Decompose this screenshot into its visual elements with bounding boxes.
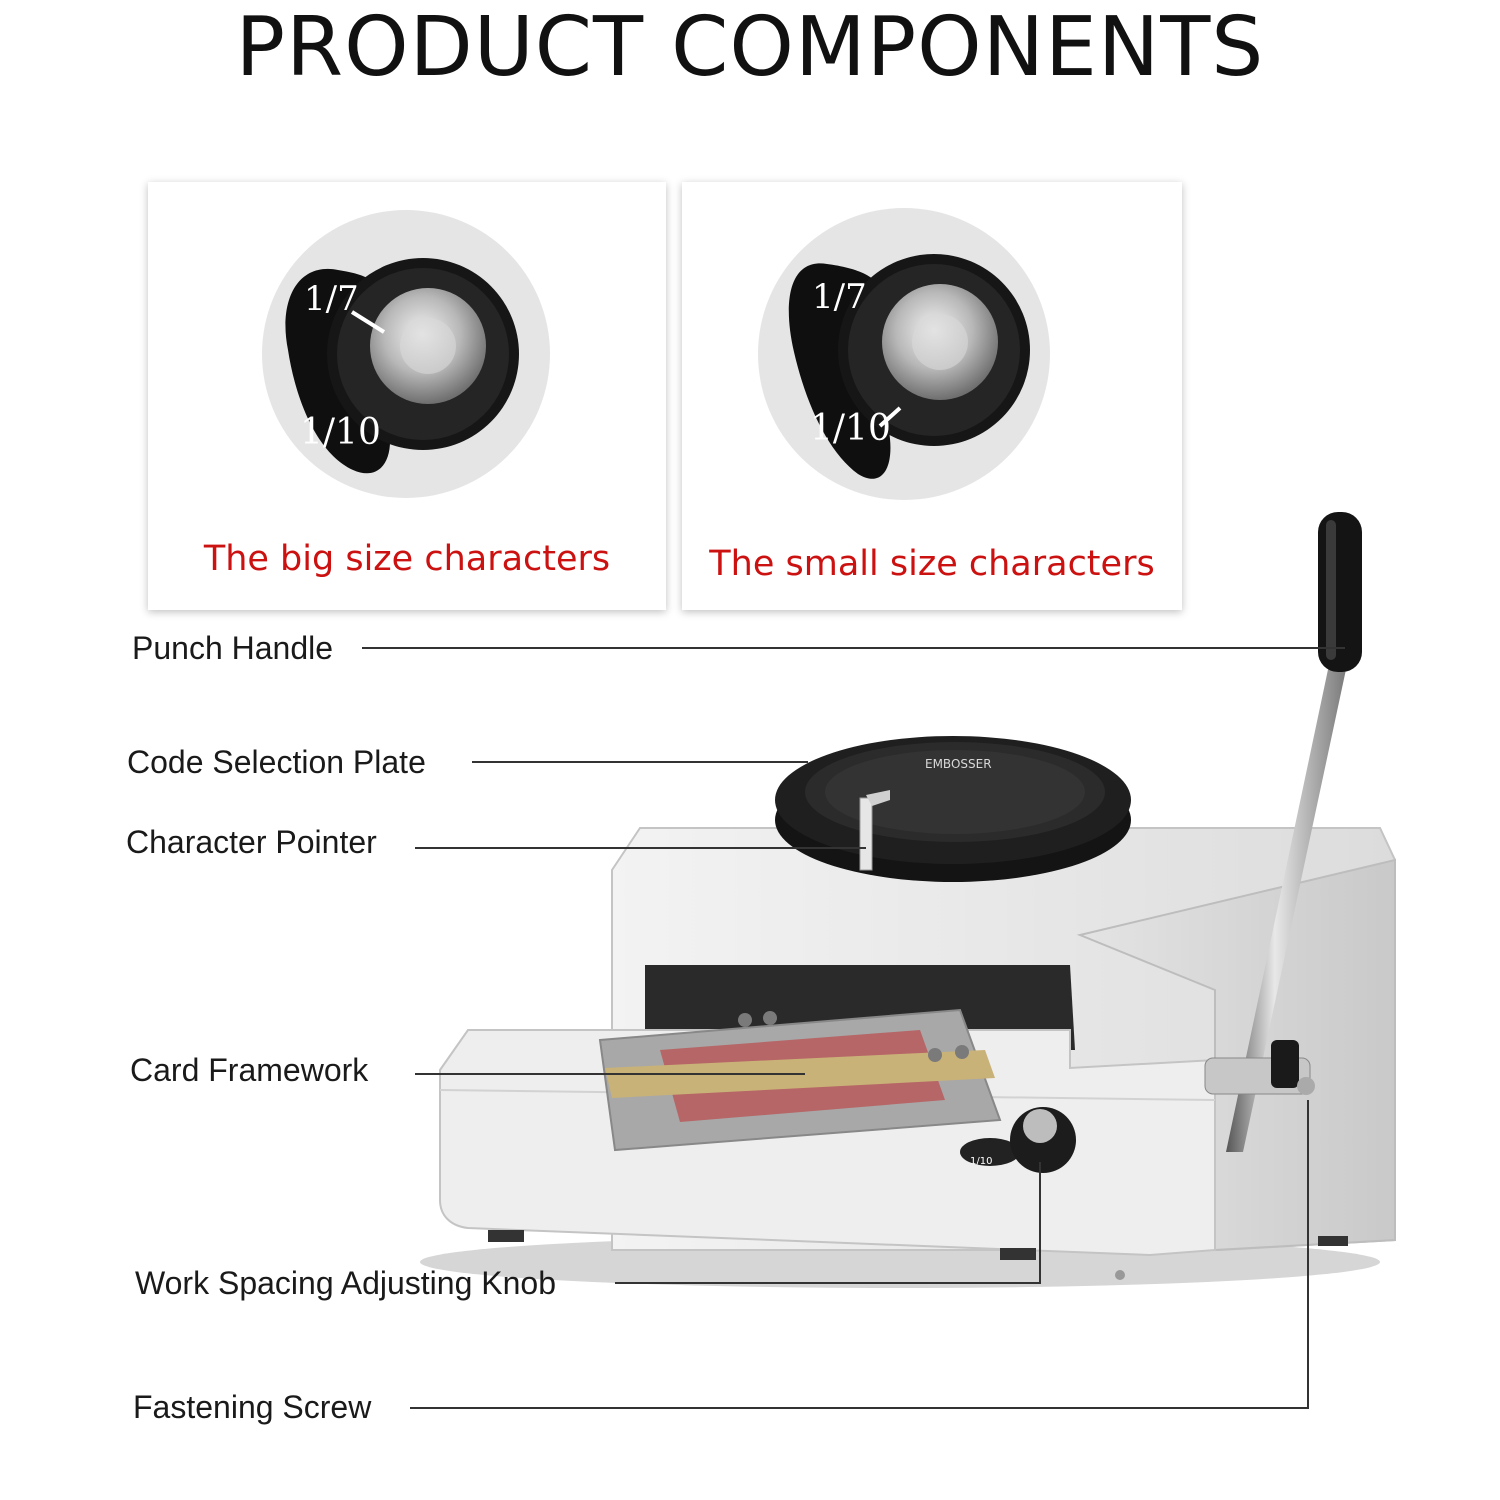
work-spacing-knob: 1/10 bbox=[960, 1107, 1076, 1173]
label-fastening-screw: Fastening Screw bbox=[133, 1389, 372, 1425]
big-size-panel: 1/7 1/10 The big size characters bbox=[148, 182, 666, 610]
character-pointer bbox=[859, 790, 890, 871]
dial-brand-label: EMBOSSER bbox=[925, 757, 992, 771]
knob-label-1-7: 1/7 bbox=[304, 279, 359, 319]
label-character-pointer: Character Pointer bbox=[126, 824, 377, 860]
leader-work-spacing-knob bbox=[615, 1162, 1041, 1284]
big-size-caption: The big size characters bbox=[203, 539, 611, 579]
label-work-spacing-knob: Work Spacing Adjusting Knob bbox=[135, 1265, 556, 1301]
small-size-panel: 1/7 1/10 The small size characters bbox=[682, 182, 1182, 610]
punch-handle bbox=[1115, 512, 1362, 1280]
leader-lines bbox=[362, 647, 1345, 1409]
leader-fastening-screw bbox=[410, 1100, 1309, 1409]
knob-plate-label: 1/10 bbox=[970, 1156, 992, 1167]
card-framework bbox=[598, 1008, 1002, 1152]
knob-small-setting-illustration: 1/7 1/10 bbox=[758, 208, 1050, 500]
small-size-caption: The small size characters bbox=[709, 544, 1155, 584]
code-selection-dial: EMBOSSER bbox=[775, 736, 1131, 882]
page-title: PRODUCT COMPONENTS bbox=[235, 0, 1265, 95]
knob-label-1-10: 1/10 bbox=[810, 408, 891, 449]
knob-big-setting-illustration: 1/7 1/10 bbox=[262, 210, 550, 498]
knob-label-1-7: 1/7 bbox=[812, 277, 867, 317]
label-card-framework: Card Framework bbox=[130, 1052, 369, 1088]
label-punch-handle: Punch Handle bbox=[132, 630, 334, 666]
machine-side-panel bbox=[1076, 858, 1396, 1252]
label-code-selection-plate: Code Selection Plate bbox=[127, 744, 426, 780]
knob-label-1-10: 1/10 bbox=[300, 412, 381, 453]
